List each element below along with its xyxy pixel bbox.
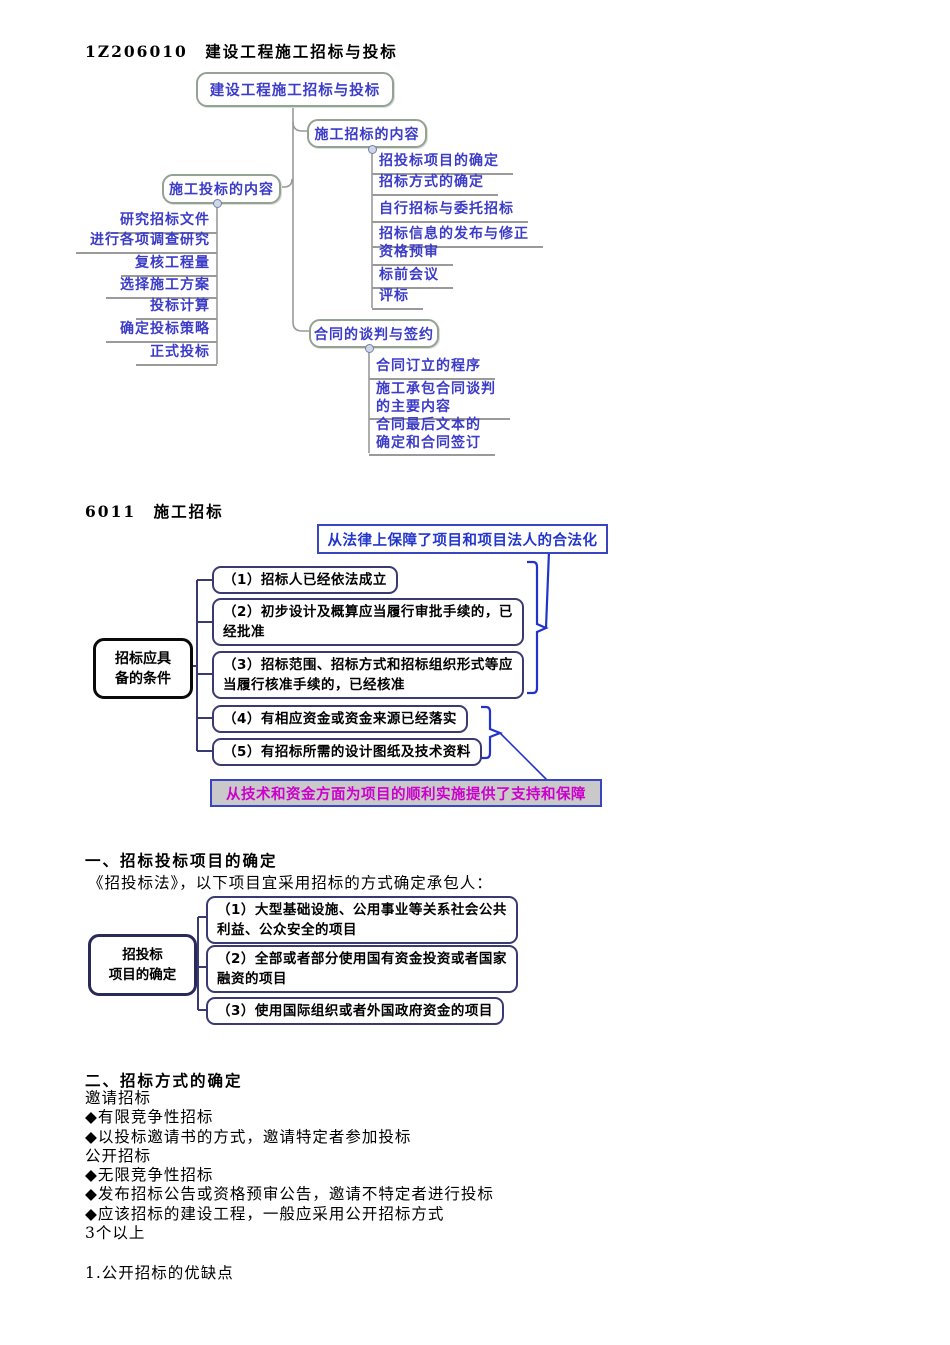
mindmap-child: 自行招标与委托招标 xyxy=(372,200,528,223)
mindmap-child: 复核工程量 xyxy=(121,254,217,277)
conditions-root-box: 招标应具 备的条件 xyxy=(93,638,193,699)
mindmap-child: 施工承包合同谈判 的主要内容 xyxy=(369,380,510,420)
section2-body: 邀请招标 ◆有限竞争性招标 ◆以投标邀请书的方式，邀请特定者参加投标 公开招标 … xyxy=(85,1089,494,1243)
mindmap-child: 招标方式的确定 xyxy=(372,173,498,196)
mindmap-child: 评标 xyxy=(372,287,423,310)
bracket-support xyxy=(481,705,503,760)
mindmap-child: 确定投标策略 xyxy=(106,320,217,343)
section1-intro: 《招投标法》，以下项目宜采用招标的方式确定承包人： xyxy=(88,874,493,892)
mindmap-child: 投标计算 xyxy=(136,297,217,320)
mindmap-contract-branch-box: 合同的谈判与签约 xyxy=(309,319,439,348)
body-line: ◆应该招标的建设工程，一般应采用公开招标方式 xyxy=(85,1204,445,1223)
mindmap-bid-elbow xyxy=(292,121,307,132)
project-item-3: （3）使用国际组织或者外国政府资金的项目 xyxy=(206,997,504,1025)
mindmap-child: 正式投标 xyxy=(136,343,217,366)
mindmap-root-box: 建设工程施工招标与投标 xyxy=(196,72,394,107)
project-item-2: （2）全部或者部分使用国有资金投资或者国家 融资的项目 xyxy=(206,945,518,993)
project-item-1: （1）大型基础设施、公用事业等关系社会公共 利益、公众安全的项目 xyxy=(206,896,518,944)
body-line: ◆以投标邀请书的方式，邀请特定者参加投标 xyxy=(85,1127,412,1146)
support-guarantee-callout: 从技术和资金方面为项目的顺利实施提供了支持和保障 xyxy=(210,779,602,807)
body-line: 3个以上 xyxy=(85,1224,146,1243)
legal-guarantee-callout: 从法律上保障了项目和项目法人的合法化 xyxy=(317,524,608,554)
body-line: ◆无限竞争性招标 xyxy=(85,1166,214,1185)
mindmap-child: 合同订立的程序 xyxy=(369,357,495,380)
mindmap-node-dot xyxy=(365,344,374,353)
body-line: ◆发布招标公告或资格预审公告，邀请不特定者进行投标 xyxy=(85,1185,494,1204)
condition-item-3: （3）招标范围、招标方式和招标组织形式等应 当履行核准手续的，已经核准 xyxy=(212,651,524,699)
mindmap-child: 进行各项调查研究 xyxy=(76,231,217,254)
mindmap-child: 研究招标文件 xyxy=(106,211,217,234)
section2-title: 二、招标方式的确定 xyxy=(85,1071,243,1090)
body-line: ◆有限竞争性招标 xyxy=(85,1108,214,1127)
mindmap-child: 招投标项目的确定 xyxy=(372,152,513,175)
mindmap-tender-branch-box: 施工投标的内容 xyxy=(162,174,281,204)
chapter-heading: 1Z206010 建设工程施工招标与投标 xyxy=(85,42,398,61)
mindmap-child: 选择施工方案 xyxy=(106,276,217,299)
bracket-support-leader xyxy=(499,732,548,781)
body-line: 公开招标 xyxy=(85,1146,152,1165)
mindmap-node-dot xyxy=(368,145,377,154)
projects-root-box: 招投标 项目的确定 xyxy=(88,934,197,996)
mindmap-node-dot xyxy=(213,199,222,208)
condition-item-1: （1）招标人已经依法成立 xyxy=(212,566,398,594)
bracket-legal xyxy=(527,560,549,695)
mindmap-bid-branch-box: 施工招标的内容 xyxy=(307,119,427,148)
bracket-legal-leader xyxy=(544,550,551,629)
condition-item-2: （2）初步设计及概算应当履行审批手续的，已 经批准 xyxy=(212,598,524,646)
condition-item-5: （5）有招标所需的设计图纸及技术资料 xyxy=(212,738,482,766)
condition-item-4: （4）有相应资金或资金来源已经落实 xyxy=(212,705,468,733)
body-line: 邀请招标 xyxy=(85,1089,152,1107)
section1-title: 一、招标投标项目的确定 xyxy=(85,851,278,870)
mindmap-child: 招标信息的发布与修正 xyxy=(372,225,543,248)
mindmap-child: 标前会议 xyxy=(372,266,453,289)
mindmap-child: 资格预审 xyxy=(372,243,453,266)
final-line: 1.公开招标的优缺点 xyxy=(85,1264,234,1282)
mindmap-child: 合同最后文本的 确定和合同签订 xyxy=(369,416,495,456)
section-6011-heading: 6011 施工招标 xyxy=(85,502,224,521)
